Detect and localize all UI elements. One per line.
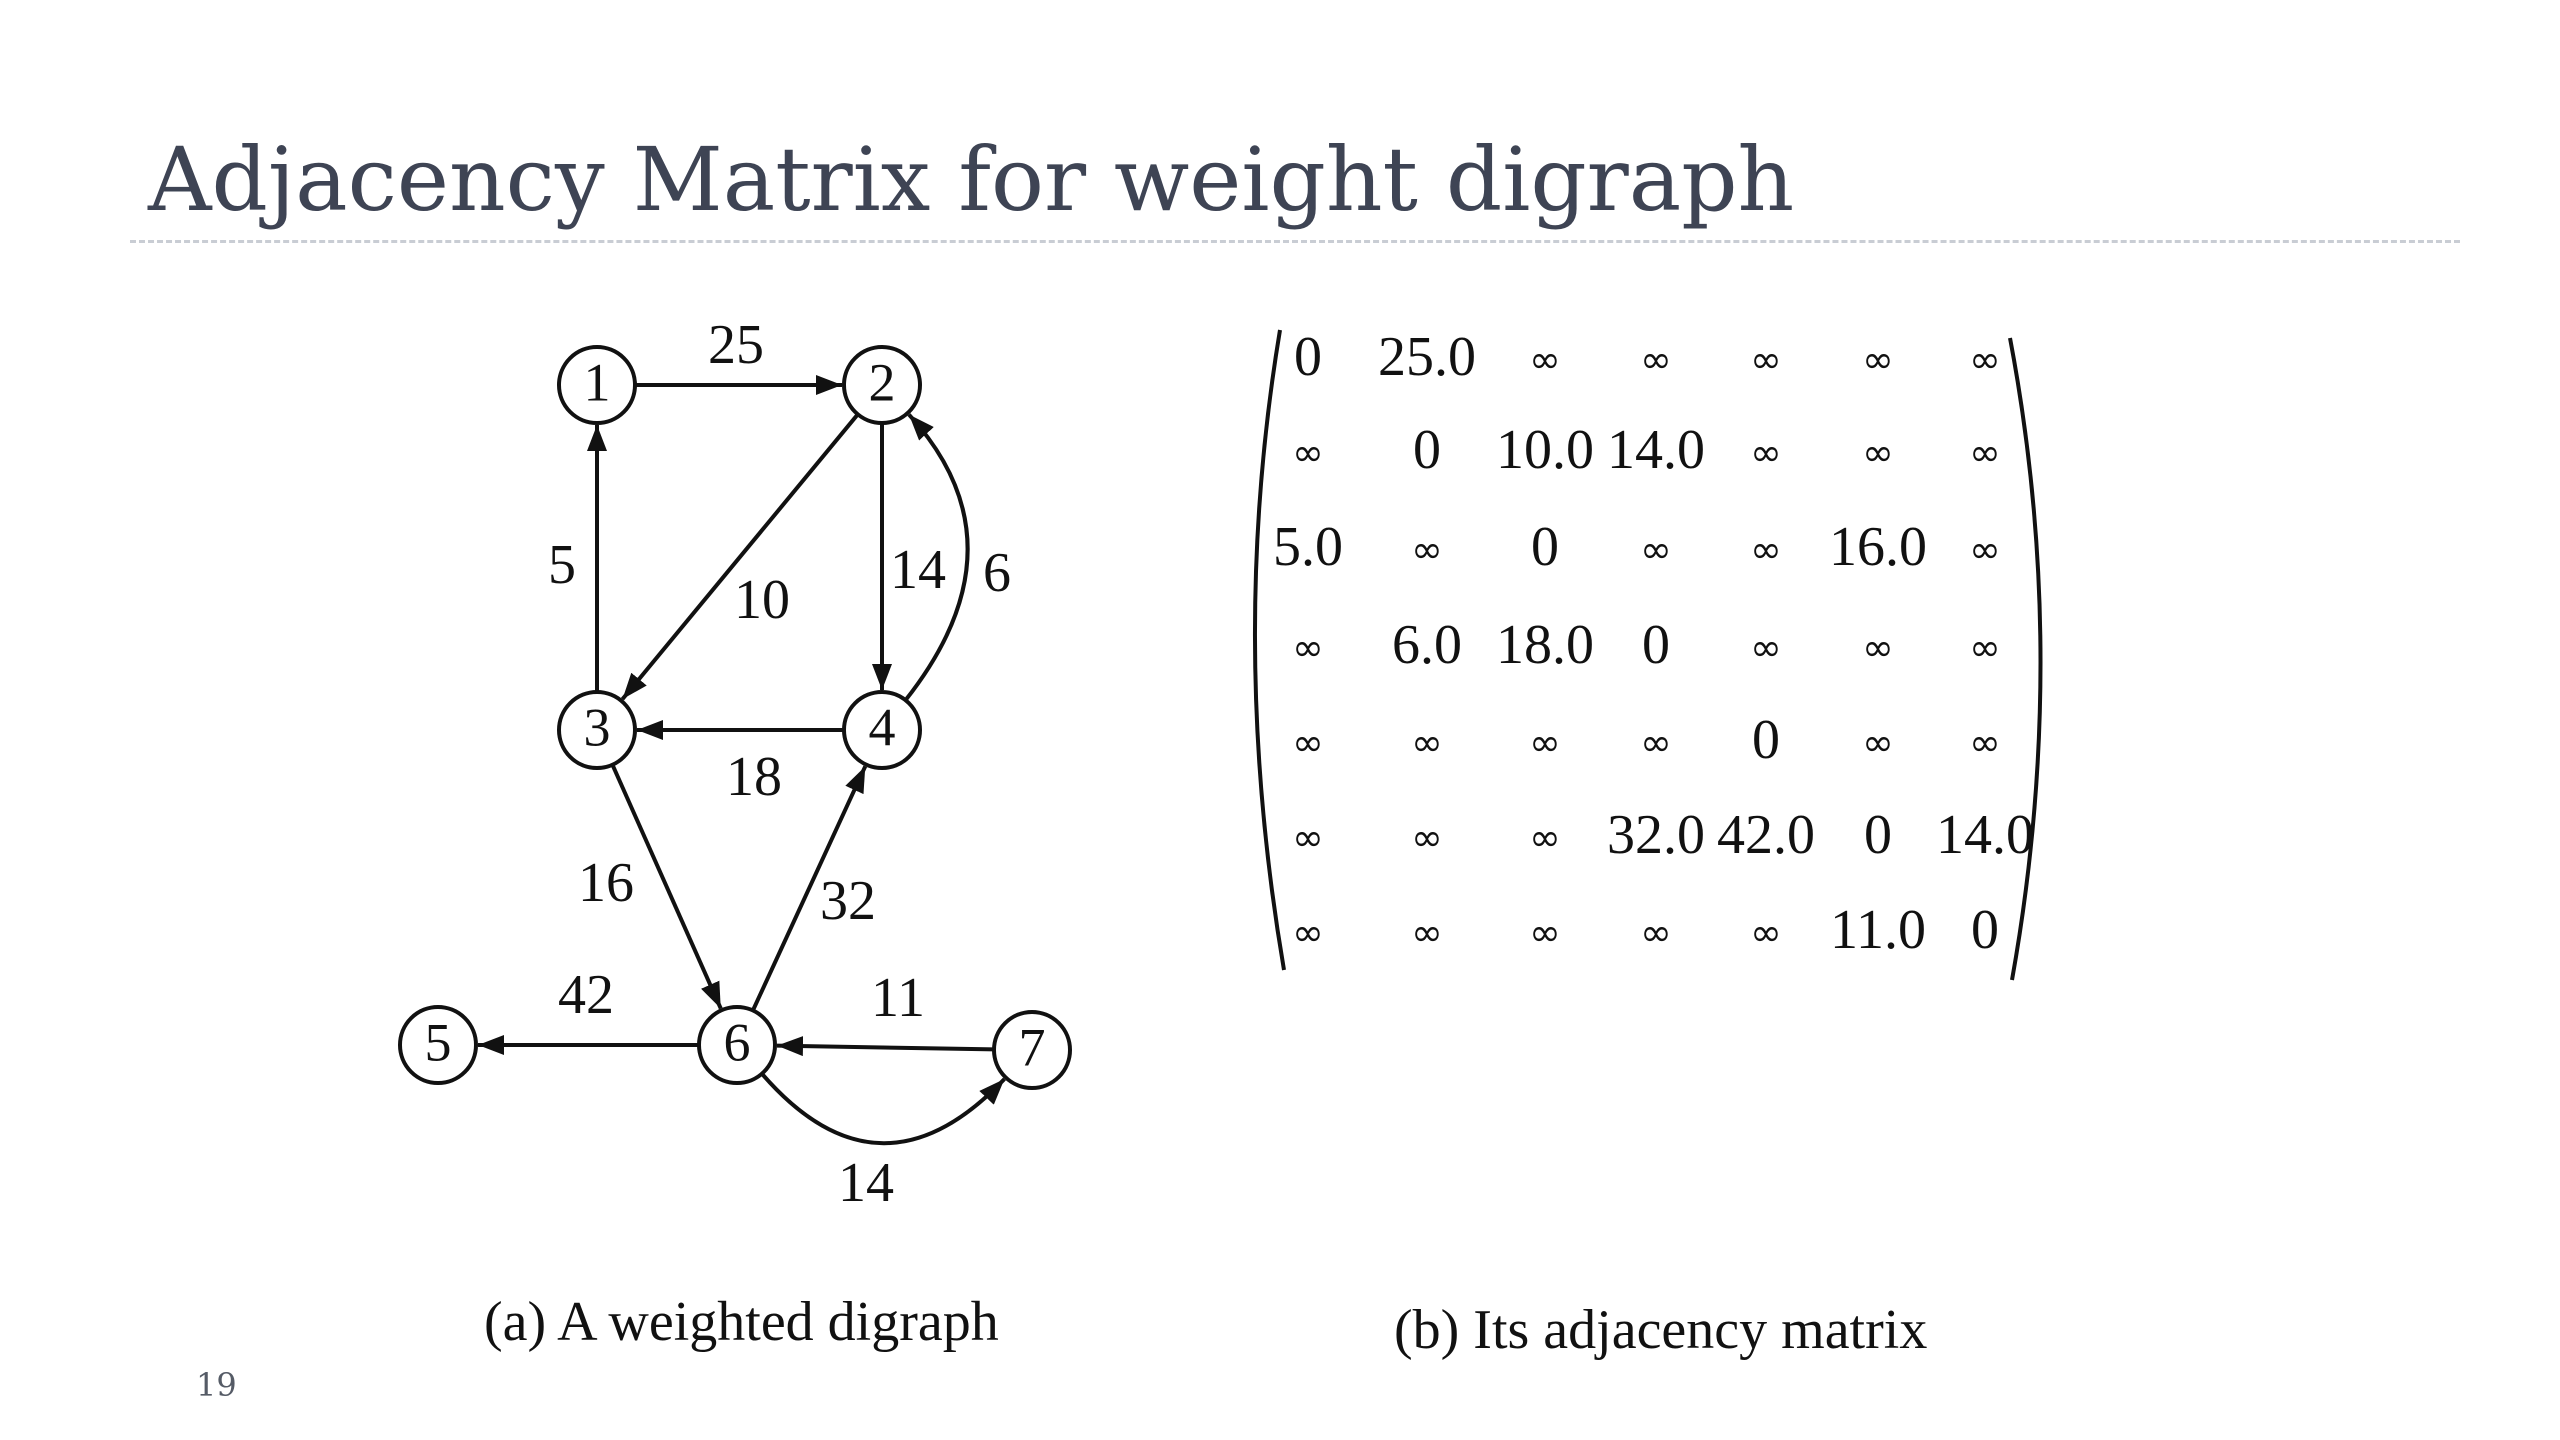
matrix-cell-r4-c2: 6.0 (1392, 614, 1462, 676)
node-circle (557, 345, 637, 425)
matrix-cell-r4-c4: 0 (1642, 614, 1670, 676)
node-label: 1 (584, 352, 611, 412)
matrix-cell-r6-c3: ∞ (1529, 816, 1561, 860)
matrix-cell-r5-c6: ∞ (1862, 721, 1894, 765)
node-label: 6 (724, 1012, 751, 1072)
matrix-cell-r5-c3: ∞ (1529, 721, 1561, 765)
matrix-right-bracket (2008, 337, 2043, 981)
matrix-cell-r3-c6: 16.0 (1829, 516, 1927, 578)
page-number: 19 (196, 1366, 237, 1404)
matrix-caption: (b) Its adjacency matrix (1394, 1299, 1928, 1361)
node-label: 3 (584, 697, 611, 757)
matrix-cell-r2-c5: ∞ (1750, 431, 1782, 475)
edge-6-7 (760, 1072, 1006, 1146)
edge-weight-7-6: 11 (871, 967, 925, 1029)
matrix-cell-r4-c7: ∞ (1969, 626, 2001, 670)
matrix-cell-r3-c1: 5.0 (1273, 516, 1343, 578)
matrix-cell-r1-c6: ∞ (1862, 338, 1894, 382)
matrix-cell-r6-c1: ∞ (1292, 816, 1324, 860)
slide-title: Adjacency Matrix for weight digraph (148, 128, 1795, 231)
node-label: 5 (425, 1012, 452, 1072)
matrix-cell-r6-c7: 14.0 (1936, 804, 2034, 866)
edge-weight-3-6: 16 (578, 852, 634, 914)
matrix-cell-r5-c1: ∞ (1292, 721, 1324, 765)
matrix-cell-r1-c5: ∞ (1750, 338, 1782, 382)
graph-node-2: 2 (842, 345, 922, 425)
edge-weight-2-4: 14 (890, 539, 946, 601)
matrix-cell-r3-c5: ∞ (1750, 528, 1782, 572)
matrix-cell-r3-c2: ∞ (1411, 528, 1443, 572)
node-circle (992, 1010, 1072, 1090)
edge-weight-1-2: 25 (708, 314, 764, 376)
graph-node-7: 7 (992, 1010, 1072, 1090)
matrix-cell-r1-c1: 0 (1294, 326, 1322, 388)
node-label: 2 (869, 352, 896, 412)
matrix-cell-r7-c2: ∞ (1411, 911, 1443, 955)
edge-weight-6-4: 32 (820, 870, 876, 932)
matrix-cell-r5-c4: ∞ (1640, 721, 1672, 765)
edge-weight-6-5: 42 (558, 964, 614, 1026)
title-divider (130, 240, 2460, 243)
node-circle (398, 1005, 478, 1085)
matrix-cell-r4-c6: ∞ (1862, 626, 1894, 670)
node-circle (557, 690, 637, 770)
matrix-cell-r6-c4: 32.0 (1607, 804, 1705, 866)
matrix-cell-r1-c7: ∞ (1969, 338, 2001, 382)
matrix-cell-r2-c4: 14.0 (1607, 419, 1705, 481)
matrix-cell-r2-c3: 10.0 (1496, 419, 1594, 481)
graph-node-1: 1 (557, 345, 637, 425)
edge-2-3 (620, 413, 860, 701)
matrix-cell-r1-c3: ∞ (1529, 338, 1561, 382)
matrix-cell-r6-c2: ∞ (1411, 816, 1443, 860)
matrix-cell-r1-c2: 25.0 (1378, 326, 1476, 388)
matrix-cell-r2-c7: ∞ (1969, 431, 2001, 475)
matrix-cell-r2-c1: ∞ (1292, 431, 1324, 475)
edge-4-2 (903, 413, 970, 702)
matrix-cell-r7-c6: 11.0 (1830, 899, 1926, 961)
edge-weight-2-3: 10 (734, 569, 790, 631)
matrix-cell-r6-c5: 42.0 (1717, 804, 1815, 866)
node-label: 7 (1019, 1017, 1046, 1077)
matrix-cell-r7-c4: ∞ (1640, 911, 1672, 955)
matrix-cell-r3-c4: ∞ (1640, 528, 1672, 572)
graph-caption: (a) A weighted digraph (484, 1291, 999, 1353)
matrix-cell-r1-c4: ∞ (1640, 338, 1672, 382)
edge-weight-4-2: 6 (983, 542, 1011, 604)
graph-node-4: 4 (842, 690, 922, 770)
node-circle (842, 690, 922, 770)
matrix-cell-r7-c1: ∞ (1292, 911, 1324, 955)
edge-6-4 (751, 765, 868, 1012)
edge-weight-4-3: 18 (726, 746, 782, 808)
matrix-cell-r4-c5: ∞ (1750, 626, 1782, 670)
matrix-cell-r5-c5: 0 (1752, 709, 1780, 771)
edge-weight-6-7: 14 (838, 1152, 894, 1214)
matrix-cell-r3-c3: 0 (1531, 516, 1559, 578)
matrix-cell-r7-c5: ∞ (1750, 911, 1782, 955)
matrix-cell-r3-c7: ∞ (1969, 528, 2001, 572)
node-label: 4 (869, 697, 896, 757)
matrix-cell-r6-c6: 0 (1864, 804, 1892, 866)
graph-node-3: 3 (557, 690, 637, 770)
node-circle (842, 345, 922, 425)
graph-node-6: 6 (697, 1005, 777, 1085)
matrix-left-bracket (1253, 329, 1286, 971)
node-circle (697, 1005, 777, 1085)
matrix-cell-r7-c3: ∞ (1529, 911, 1561, 955)
edge-3-6 (610, 763, 723, 1010)
matrix-cell-r7-c7: 0 (1971, 899, 1999, 961)
graph-node-5: 5 (398, 1005, 478, 1085)
matrix-cell-r5-c7: ∞ (1969, 721, 2001, 765)
matrix-cell-r2-c2: 0 (1413, 419, 1441, 481)
matrix-cell-r2-c6: ∞ (1862, 431, 1894, 475)
edge-weight-3-1: 5 (548, 534, 576, 596)
edge-7-6 (776, 1036, 995, 1057)
matrix-cell-r5-c2: ∞ (1411, 721, 1443, 765)
matrix-cell-r4-c3: 18.0 (1496, 614, 1594, 676)
matrix-cell-r4-c1: ∞ (1292, 626, 1324, 670)
